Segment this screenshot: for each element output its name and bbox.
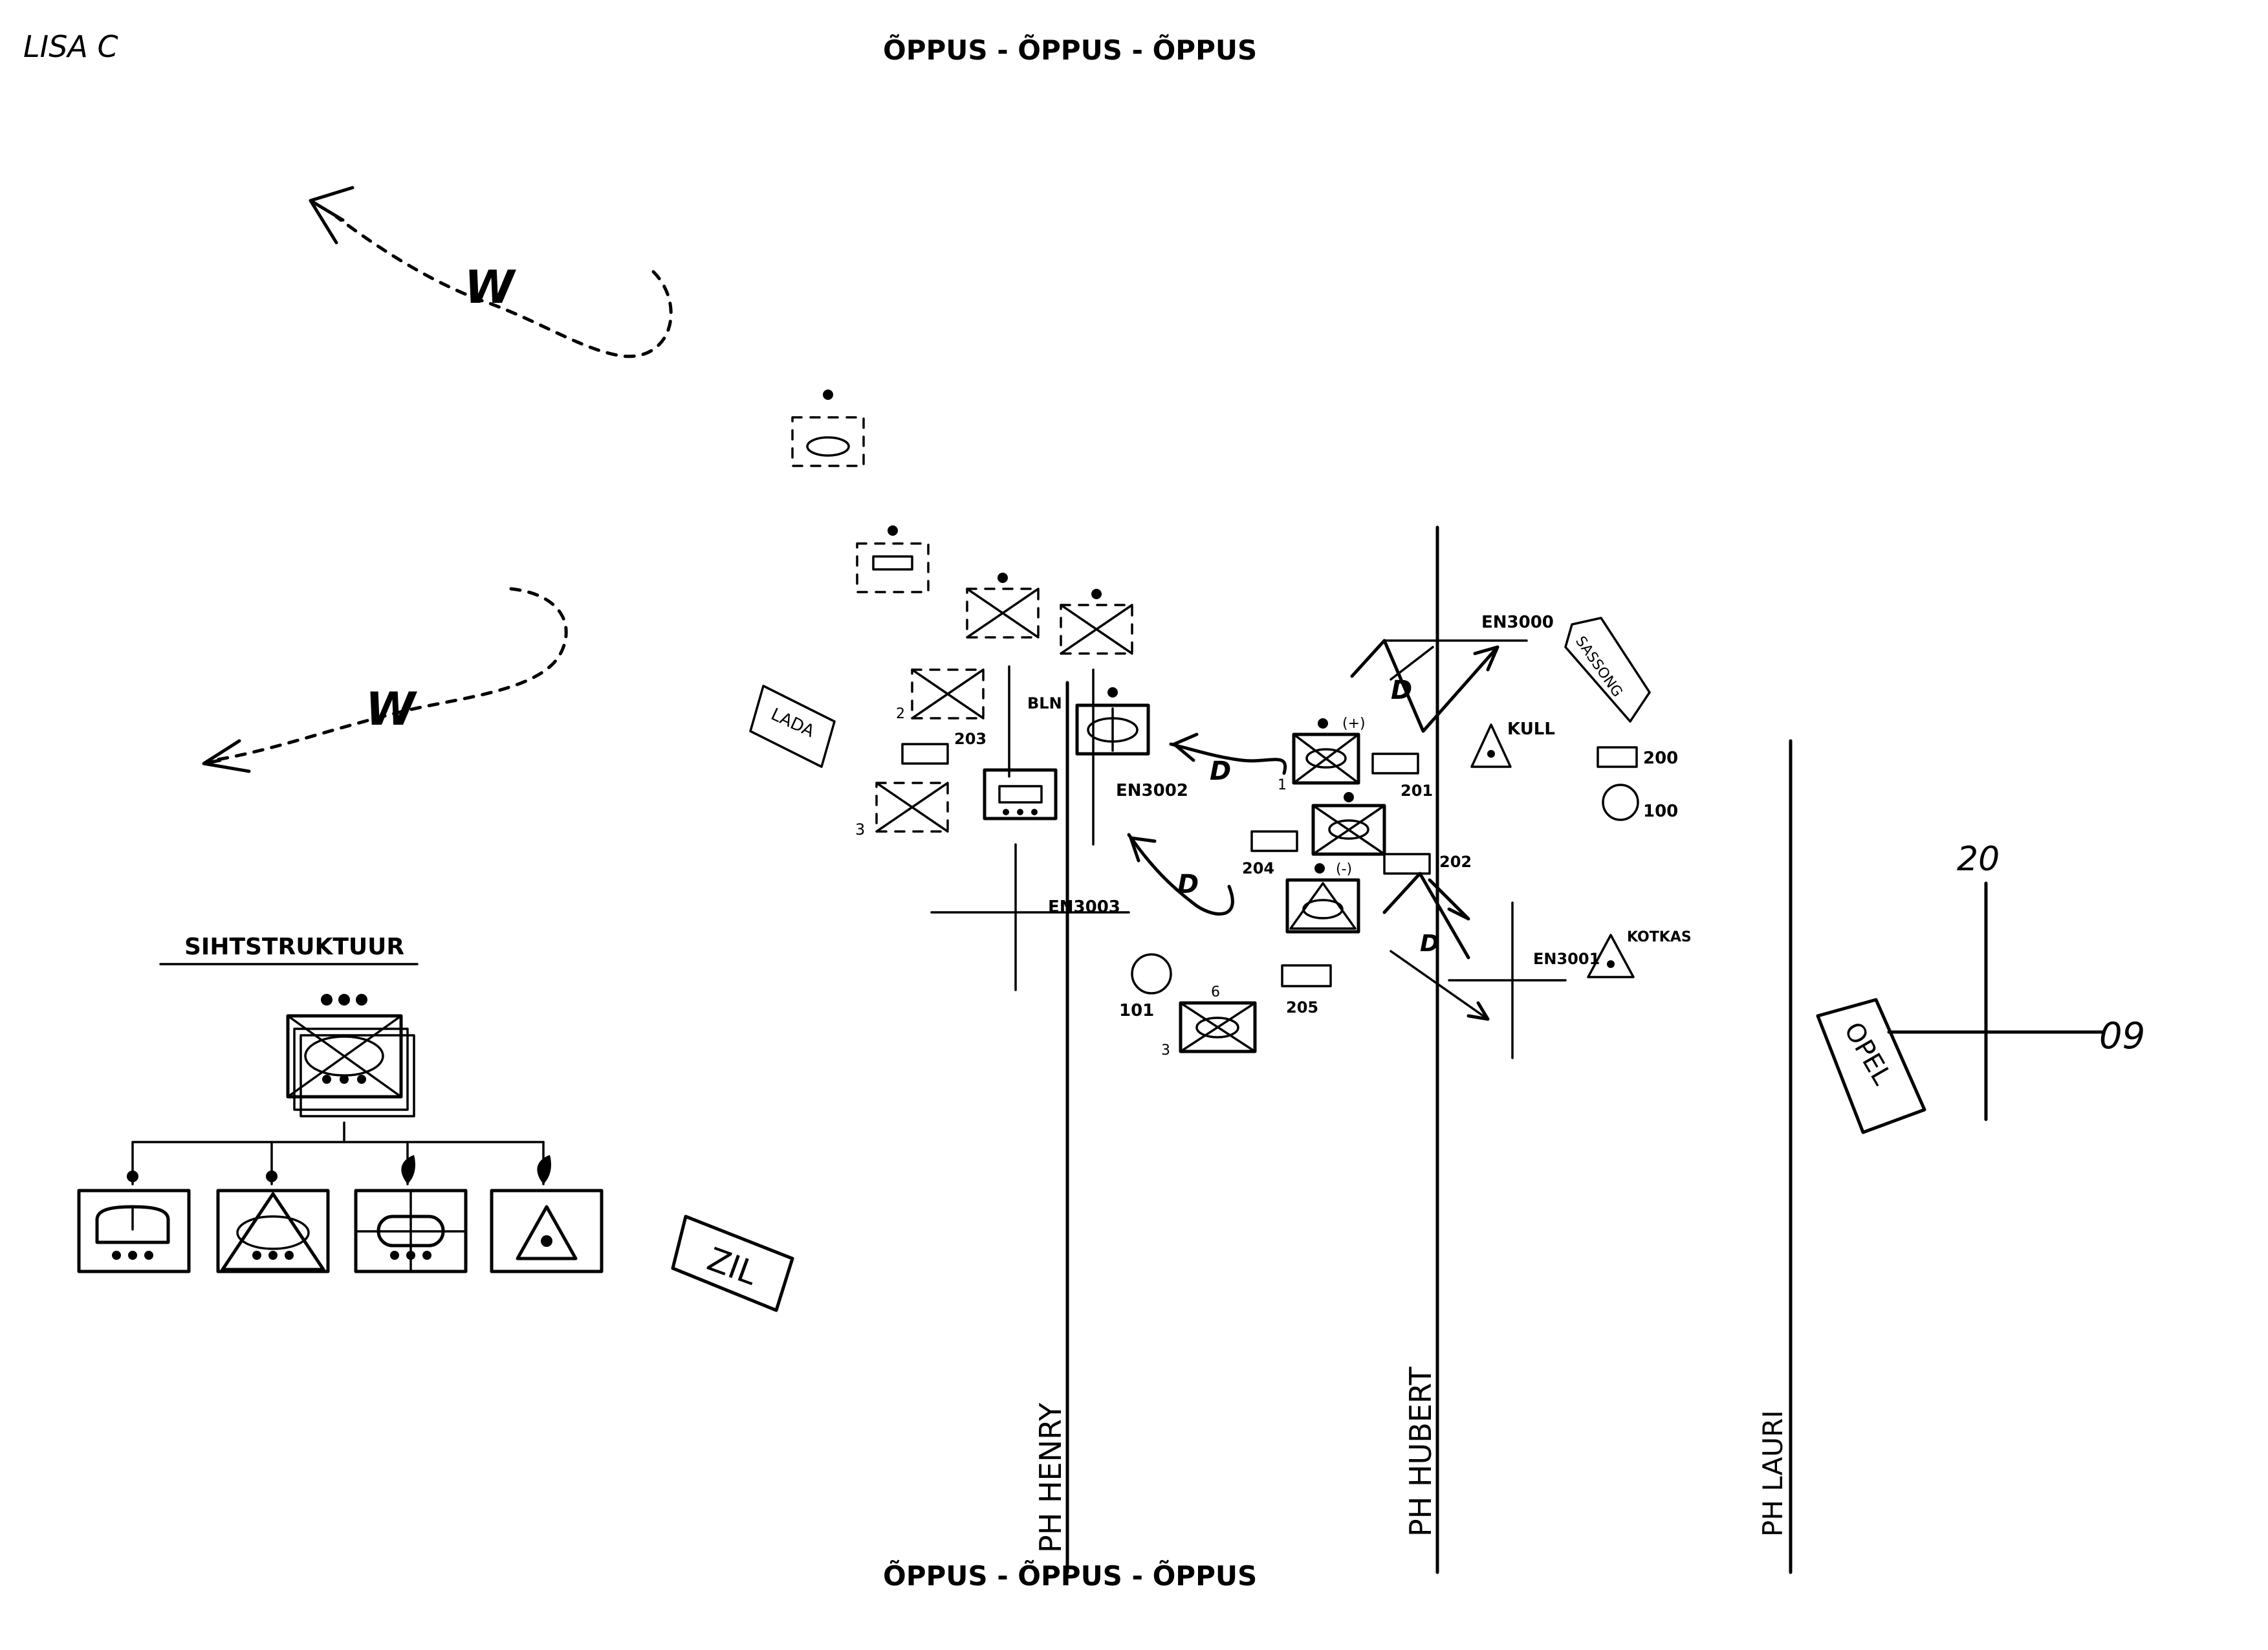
unit-minus-mark: (-)	[1336, 861, 1352, 877]
enemy-unit-dashed-3	[967, 573, 1038, 637]
unit-101: 101	[1119, 954, 1171, 1020]
unit-mech-infantry-center	[1313, 792, 1384, 854]
unit-205-label: 205	[1286, 998, 1318, 1017]
phase-line-hubert-label: PH HUBERT	[1403, 1367, 1438, 1537]
control-point-en3000: EN3000	[1384, 613, 1554, 666]
enemy-axis-letter-lower: W	[365, 683, 418, 736]
unit-200-label: 200	[1643, 749, 1678, 768]
attack-arrow-northeast: D	[1352, 641, 1498, 731]
unit-205: 205	[1282, 965, 1331, 1017]
enemy-unit-dashed-1	[792, 390, 864, 466]
target-structure-title: SIHTSTRUKTUUR	[184, 934, 404, 960]
attack-arrow-west-letter: D	[1177, 870, 1199, 899]
unit-forward-number: 1	[1278, 777, 1287, 793]
enemy-axis-letter-upper: W	[464, 261, 517, 314]
unit-203: 203	[902, 730, 987, 764]
phase-line-lauri-label: PH LAURI	[1757, 1410, 1789, 1537]
phase-line-lauri: PH LAURI	[1757, 741, 1791, 1572]
unit-100: 100	[1603, 785, 1678, 821]
attack-arrow-east-letter: D	[1420, 930, 1439, 957]
unit-mech-infantry-south: 6 3	[1161, 984, 1255, 1059]
control-point-en3003: EN3003	[932, 844, 1129, 990]
unit-200: 200	[1598, 747, 1678, 768]
flag-lada: LADA	[750, 686, 834, 767]
attack-arrow-west: D	[1129, 835, 1232, 914]
control-point-en3001-label: EN3001	[1533, 950, 1600, 968]
unit-mech-infantry-forward: (+) 1	[1278, 716, 1366, 793]
unit-south-left-number: 3	[1161, 1042, 1170, 1059]
point-kull: KULL	[1472, 720, 1555, 767]
attack-arrow-north-letter: D	[1210, 756, 1231, 786]
unit-armor-rear: (-)	[1287, 861, 1358, 932]
phase-line-henry-label: PH HENRY	[1033, 1402, 1068, 1553]
control-point-en3003-label: EN3003	[1048, 897, 1120, 917]
exercise-marking-bottom: ÕPPUS - ÕPPUS - ÕPPUS	[883, 1559, 1257, 1592]
unit-204-label: 204	[1242, 859, 1274, 877]
enemy-axis-arrow-lower: W	[204, 589, 566, 771]
point-kotkas-label: KOTKAS	[1627, 929, 1692, 945]
phase-line-henry: PH HENRY	[1033, 683, 1068, 1572]
enemy-unit-6-number: 3	[855, 820, 865, 839]
grid-east-value: 09	[2099, 1015, 2145, 1057]
unit-south-top-mark: 6	[1211, 984, 1220, 1000]
enemy-unit-dashed-4	[1061, 589, 1132, 654]
flag-opel: OPEL	[1818, 1000, 1925, 1132]
control-point-en3002: EN3002	[1093, 670, 1188, 844]
attack-arrow-northeast-letter: D	[1391, 676, 1412, 705]
exercise-marking-top: ÕPPUS - ÕPPUS - ÕPPUS	[883, 34, 1257, 66]
attack-arrow-north: D	[1171, 734, 1285, 786]
unit-201: 201	[1373, 754, 1433, 800]
unit-202-label: 202	[1439, 853, 1472, 871]
point-kull-label: KULL	[1507, 720, 1555, 739]
unit-203-label: 203	[954, 730, 987, 748]
control-point-en3001: EN3001	[1449, 903, 1600, 1058]
unit-101-label: 101	[1119, 1001, 1154, 1020]
unit-plus-mark: (+)	[1342, 716, 1366, 732]
unit-recon-main	[985, 770, 1056, 819]
flag-zil: ZIL	[673, 1216, 792, 1310]
unit-100-label: 100	[1643, 802, 1678, 821]
control-line-bln: BLN	[1009, 666, 1062, 776]
sheet-label: LISA C	[23, 29, 118, 64]
flag-sassong: SASSONG	[1565, 618, 1650, 721]
control-point-en3000-label: EN3000	[1481, 613, 1554, 632]
unit-201-label: 201	[1401, 782, 1433, 800]
control-line-bln-label: BLN	[1027, 694, 1062, 712]
control-point-en3002-label: EN3002	[1116, 781, 1188, 800]
enemy-unit-dashed-6: 3	[855, 783, 948, 839]
grid-north-value: 20	[1957, 840, 2000, 879]
target-structure-legend: SIHTSTRUKTUUR	[79, 934, 602, 1271]
unit-tank-main	[1077, 687, 1148, 754]
enemy-unit-dashed-5: 2	[896, 670, 983, 722]
unit-202: 202	[1384, 853, 1472, 874]
point-kotkas: KOTKAS	[1588, 929, 1692, 977]
enemy-unit-5-number: 2	[896, 706, 905, 722]
unit-204: 204	[1242, 831, 1297, 877]
enemy-axis-arrow-upper: W	[311, 188, 671, 357]
enemy-unit-dashed-2	[857, 525, 928, 592]
grid-reference-cross: 20 09	[1889, 840, 2145, 1119]
